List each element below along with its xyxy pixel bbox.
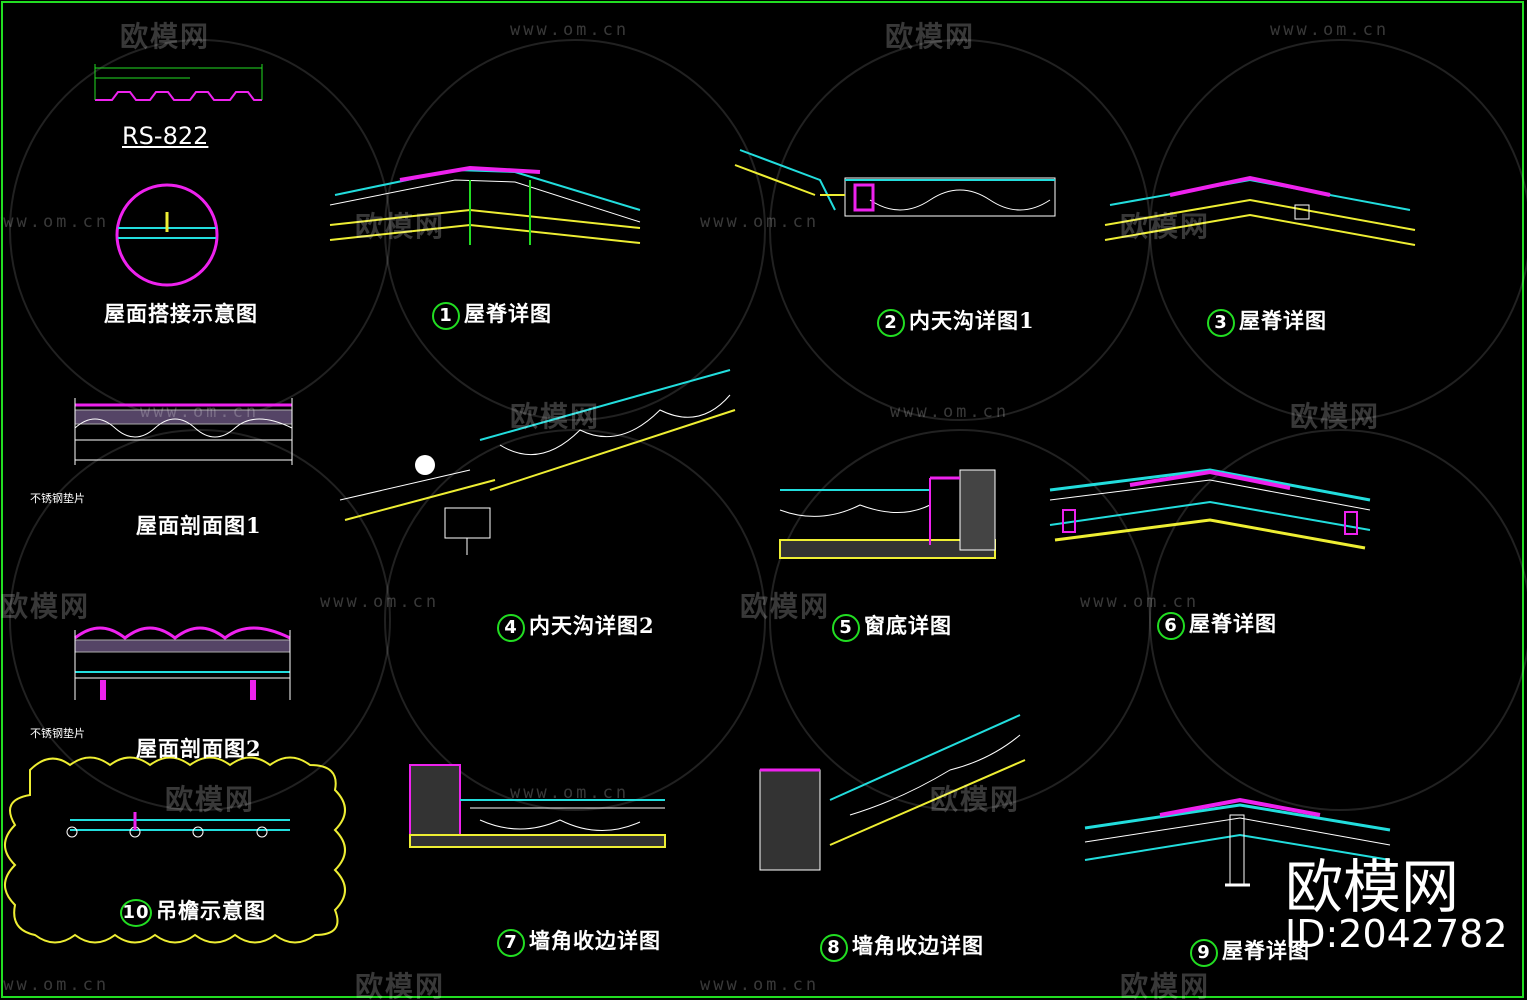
d2-drawing xyxy=(734,149,1056,217)
title-section1: 屋面剖面图1 xyxy=(136,513,262,538)
rs822-profile xyxy=(95,91,262,101)
brand-id: ID:2042782 xyxy=(1285,912,1508,956)
watermark-url: www.om.cn xyxy=(510,783,630,803)
watermark-url: www.om.cn xyxy=(320,592,440,612)
d5-drawing xyxy=(779,469,996,559)
watermark-logo: 欧模网 xyxy=(930,783,1021,816)
overlap-circle xyxy=(115,183,219,287)
watermark-logo: 欧模网 xyxy=(165,783,256,816)
watermark-url: www.om.cn xyxy=(1080,592,1200,612)
watermark-url: www.om.cn xyxy=(700,212,820,232)
number-badge: 8 xyxy=(820,934,848,962)
number-badge: 2 xyxy=(877,309,905,337)
title-section2: 屋面剖面图2 xyxy=(136,736,262,761)
number-badge: 6 xyxy=(1157,612,1185,640)
watermark-url: www.om.cn xyxy=(140,402,260,422)
d6-drawing xyxy=(1049,468,1371,550)
watermark-url: www.om.cn xyxy=(0,975,110,995)
number-badge: 1 xyxy=(432,302,460,330)
watermark-logo: 欧模网 xyxy=(1120,210,1211,243)
d7-drawing xyxy=(409,764,666,848)
d3-drawing xyxy=(1104,175,1416,246)
d4-drawing xyxy=(339,369,736,555)
profile-label: RS-822 xyxy=(122,122,209,150)
number-badge: 7 xyxy=(497,929,525,957)
rs822-dims xyxy=(94,64,263,100)
watermark-logo: 欧模网 xyxy=(1290,400,1381,433)
watermark-logo: 欧模网 xyxy=(510,400,601,433)
watermark-logo: 欧模网 xyxy=(1120,970,1211,1000)
watermark-url: www.om.cn xyxy=(510,20,630,40)
watermark-url: www.om.cn xyxy=(1270,20,1390,40)
watermark-url: www.om.cn xyxy=(890,402,1010,422)
number-badge: 9 xyxy=(1190,939,1218,967)
watermark-url: www.om.cn xyxy=(700,975,820,995)
cloud-border xyxy=(4,756,346,944)
number-badge: 3 xyxy=(1207,309,1235,337)
d9-drawing xyxy=(1084,797,1391,887)
d1-drawing xyxy=(329,165,641,245)
watermark-logo: 欧模网 xyxy=(355,210,446,243)
d10-drawing xyxy=(66,812,290,838)
watermark-url: www.om.cn xyxy=(0,212,110,232)
watermark-logo: 欧模网 xyxy=(885,20,976,53)
title-overlap: 屋面搭接示意图 xyxy=(104,301,258,326)
note-washer-2: 不锈钢垫片 xyxy=(30,727,85,740)
watermark-logo: 欧模网 xyxy=(120,20,211,53)
note-washer-1: 不锈钢垫片 xyxy=(30,492,85,505)
section1-drawing xyxy=(74,398,293,465)
d8-drawing xyxy=(759,714,1026,871)
watermark-logo: 欧模网 xyxy=(740,590,831,623)
number-badge: 5 xyxy=(832,614,860,642)
watermark-circles xyxy=(9,39,1527,811)
watermark-logo: 欧模网 xyxy=(0,590,91,623)
watermark-logo: 欧模网 xyxy=(355,970,446,1000)
section2-drawing xyxy=(74,626,291,700)
brand-name: 欧模网 xyxy=(1285,853,1460,921)
number-badge: 4 xyxy=(497,614,525,642)
number-badge: 10 xyxy=(120,899,152,927)
